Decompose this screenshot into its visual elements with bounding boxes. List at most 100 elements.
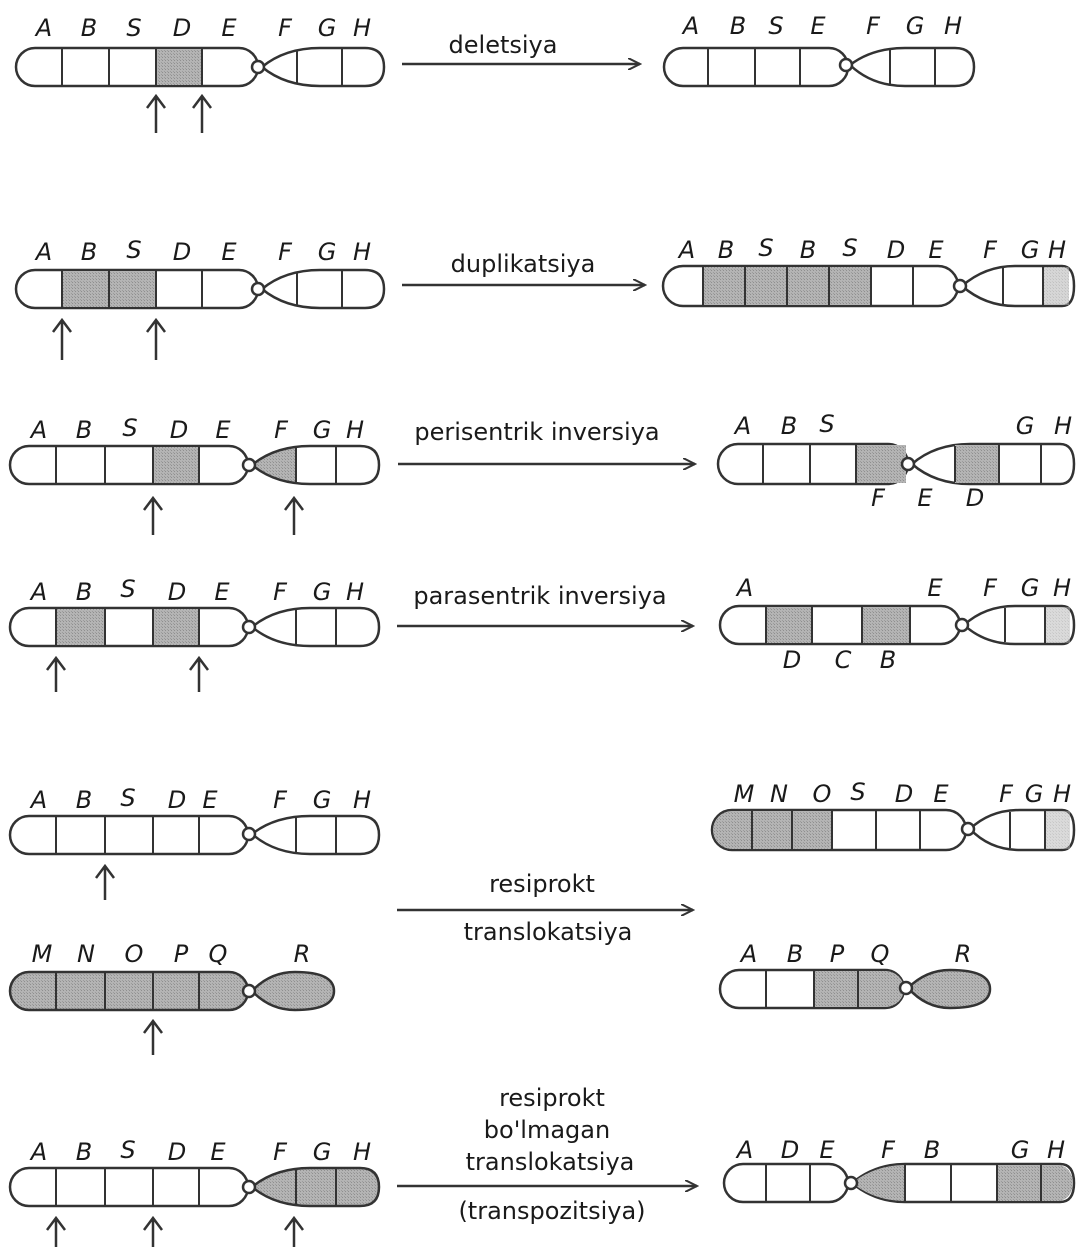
break-arrow (95, 863, 115, 900)
band-s (745, 267, 787, 305)
gene-label: B (76, 786, 92, 814)
break-arrow (143, 1018, 163, 1055)
gene-label: F (866, 12, 881, 40)
mutation-caption: translokatsiya (464, 918, 633, 946)
gene-label-below: D (966, 484, 984, 512)
gene-label: S (120, 575, 135, 603)
gene-label: D (168, 578, 186, 606)
chromosome-before-2: M N O P Q R (8, 940, 336, 1012)
centromere (241, 457, 257, 473)
gene-label-below: B (880, 646, 896, 674)
gene-label: S (850, 778, 865, 806)
gene-label-below: C (835, 646, 852, 674)
gene-label: B (730, 12, 746, 40)
gene-label: D (895, 780, 913, 808)
gene-label: H (1048, 236, 1066, 264)
chromosome-arm-left (718, 604, 962, 646)
band-n (752, 811, 792, 849)
chromosome-arm-right (848, 46, 976, 88)
gene-label: A (681, 12, 699, 40)
gene-label: G (1021, 236, 1040, 264)
gene-label: P (830, 940, 845, 968)
mutation-caption: perisentrik inversiya (414, 418, 659, 446)
gene-label: H (944, 12, 962, 40)
gene-label: A (29, 578, 47, 606)
gene-label: N (77, 940, 95, 968)
gene-label: G (1011, 1136, 1030, 1164)
gene-label: G (313, 578, 332, 606)
chromosome-before: A B S D E F G H (14, 236, 386, 310)
gene-label: B (787, 940, 803, 968)
centromere (898, 980, 914, 996)
band-b (56, 609, 105, 645)
centromere (241, 619, 257, 635)
gene-label: E (221, 238, 237, 266)
band-d (156, 49, 202, 85)
gene-label: H (346, 416, 364, 444)
centromere (954, 617, 970, 633)
gene-label: S (122, 414, 137, 442)
gene-label: D (168, 1138, 186, 1166)
break-arrow (146, 93, 166, 133)
gene-label: E (933, 780, 949, 808)
gene-label: B (76, 578, 92, 606)
chromosome-before: A B S D E F G H (8, 1136, 381, 1208)
gene-label: F (278, 14, 293, 42)
centromere (843, 1175, 859, 1191)
chromosome-arm-left (8, 444, 250, 486)
chromosome-arm-right (250, 970, 336, 1012)
band-d (766, 607, 812, 643)
chromosome-after-2: A B P Q R (718, 940, 992, 1010)
gene-label: F (983, 236, 998, 264)
chromosome-arm-left (8, 1166, 250, 1208)
band-p (814, 971, 858, 1007)
gene-label: B (81, 14, 97, 42)
gene-label: F (983, 574, 998, 602)
band-f (852, 1165, 905, 1201)
chromosome-arm-left (8, 970, 250, 1012)
gene-label: H (1053, 574, 1071, 602)
gene-label: Q (871, 940, 890, 968)
gene-label: H (1054, 412, 1072, 440)
gene-label: H (353, 1138, 371, 1166)
gene-label: B (924, 1136, 940, 1164)
gene-label: H (346, 578, 364, 606)
break-arrows (46, 1215, 304, 1247)
chromosome-after: A B S G H F E D (716, 410, 1076, 512)
gene-label: G (318, 14, 337, 42)
gene-label: G (1025, 780, 1044, 808)
mutation-caption: translokatsiya (466, 1148, 635, 1176)
chromosome-arm-left (8, 814, 250, 856)
band-h (1043, 267, 1069, 305)
gene-label: M (32, 940, 53, 968)
band-f (856, 445, 906, 483)
gene-label: D (173, 238, 191, 266)
gene-label: A (34, 14, 52, 42)
band-g (997, 1165, 1041, 1201)
row-parasentrik-inversiya: A B S D E F G H parasentrik inversiya (8, 574, 1076, 692)
break-arrow (284, 1215, 304, 1247)
gene-label: E (928, 236, 944, 264)
gene-label: E (202, 786, 218, 814)
gene-label: F (273, 1138, 288, 1166)
chromosome-arm-right (906, 968, 992, 1010)
gene-label-below: D (783, 646, 801, 674)
gene-label: A (735, 1136, 753, 1164)
gene-label: F (273, 786, 288, 814)
band-s (109, 271, 156, 307)
break-arrows (46, 655, 209, 692)
break-arrow (52, 317, 72, 360)
band-d (955, 445, 999, 483)
gene-label: G (906, 12, 925, 40)
gene-label-below: E (917, 484, 933, 512)
chromosome-arm-right (260, 46, 386, 88)
chromosome-after: A B S E F G H (662, 12, 976, 88)
mutation-caption: bo'lmagan (484, 1116, 610, 1144)
band-d (153, 447, 199, 483)
band-b (862, 607, 910, 643)
gene-label: E (214, 578, 230, 606)
gene-label: D (173, 14, 191, 42)
gene-label: A (29, 416, 47, 444)
chromosome-after-1: M N O S D E F G H (710, 778, 1076, 852)
